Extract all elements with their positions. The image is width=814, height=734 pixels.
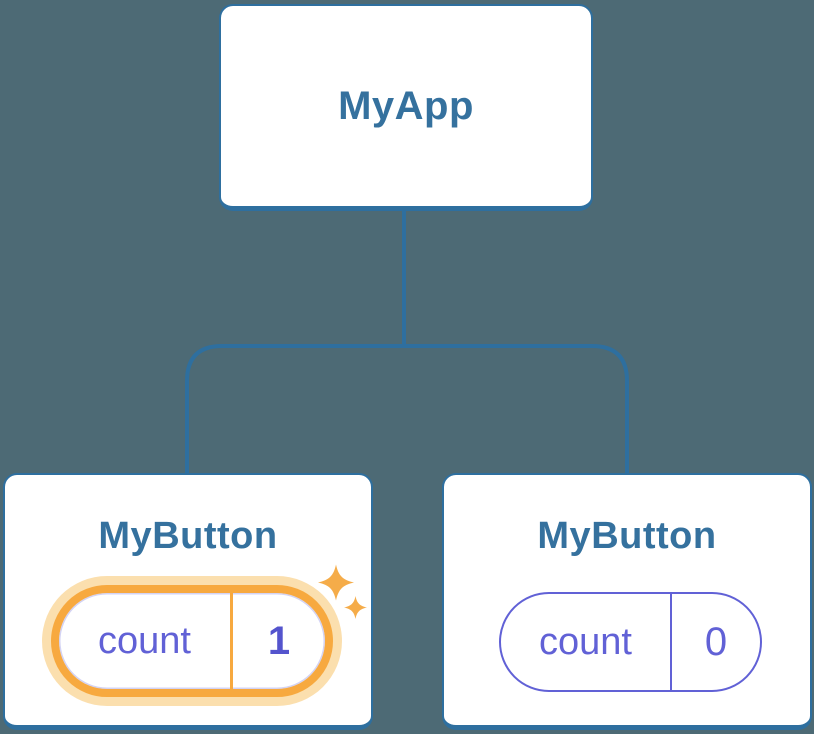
state-pill-normal: count 0 bbox=[499, 592, 762, 692]
sparkle-star-large bbox=[318, 564, 354, 601]
child-left-label: MyButton bbox=[98, 515, 278, 557]
node-card-child-right: MyButton count 0 bbox=[442, 473, 812, 730]
sparkle-star-small bbox=[344, 596, 367, 619]
state-value: 0 bbox=[704, 619, 728, 664]
state-key-label: count bbox=[501, 594, 672, 690]
root-node-label: MyApp bbox=[338, 83, 474, 128]
state-value: 1 bbox=[267, 618, 291, 663]
sparkle-icon bbox=[318, 564, 367, 619]
state-pill-highlighted: count 1 bbox=[51, 585, 333, 697]
node-card-root: MyApp bbox=[219, 4, 593, 211]
child-right-label: MyButton bbox=[537, 515, 717, 557]
node-card-child-left: MyButton count 1 bbox=[3, 473, 373, 730]
state-key-label: count bbox=[59, 593, 233, 689]
connector-branch bbox=[185, 344, 629, 480]
